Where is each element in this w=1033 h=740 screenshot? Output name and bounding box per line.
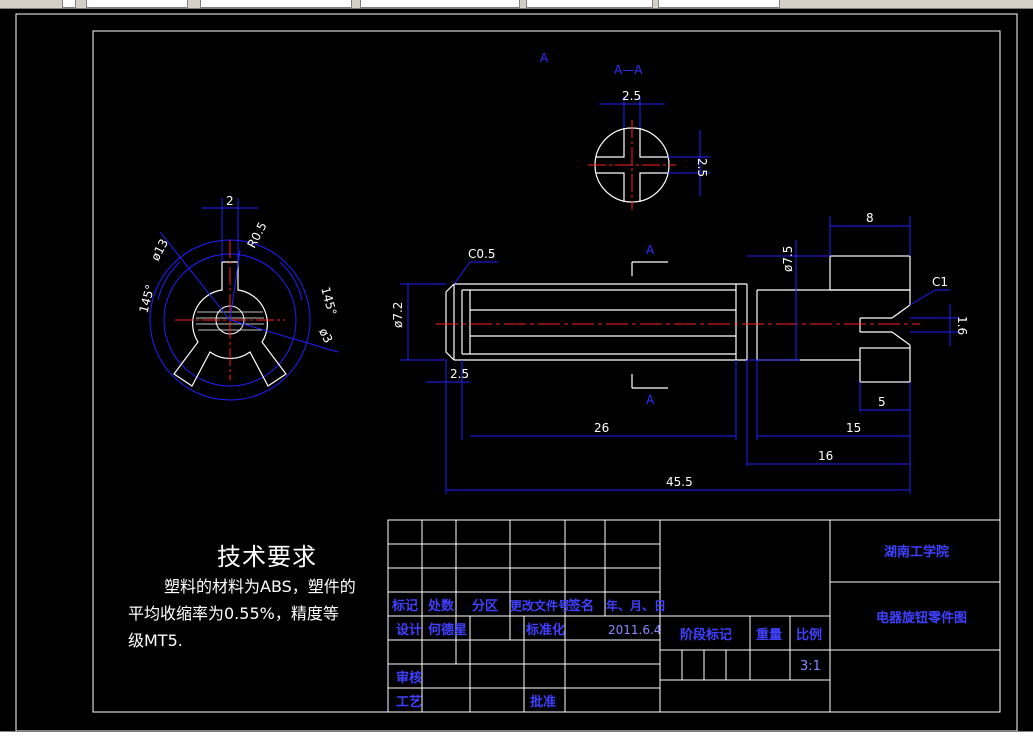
window-toolbar-strip bbox=[0, 0, 1033, 9]
notes-line-2: 平均收缩率为0.55%，精度等 bbox=[128, 604, 339, 623]
toolbar-field[interactable] bbox=[200, 0, 352, 8]
tbl-col-changefile: 更改文件号 bbox=[510, 598, 570, 613]
dim-angle-right: 145° bbox=[318, 285, 339, 317]
label-a-top: A bbox=[540, 51, 549, 65]
side-dimensions bbox=[400, 216, 960, 494]
tbl-approve-label: 批准 bbox=[530, 694, 556, 710]
label-cut-bottom: A bbox=[646, 393, 655, 407]
side-view: A A bbox=[391, 211, 969, 494]
tbl-col-sign: 签名 bbox=[567, 598, 594, 614]
section-dimensions bbox=[600, 96, 710, 196]
notes-line-1: 塑料的材料为ABS，塑件的 bbox=[164, 577, 356, 596]
dim-dia75: ø7.5 bbox=[781, 246, 795, 272]
tbl-scale-value: 3:1 bbox=[800, 659, 821, 674]
section-view-aa: A A—A 2.5 2.5 bbox=[540, 51, 710, 210]
technical-requirements: 技术要求 塑料的材料为ABS，塑件的 平均收缩率为0.55%，精度等 级MT5. bbox=[128, 537, 378, 653]
dim-height-16: 1.6 bbox=[955, 316, 969, 335]
dim-width-8: 8 bbox=[866, 211, 874, 225]
dim-dia13: ø13 bbox=[148, 237, 171, 264]
tbl-process-label: 工艺 bbox=[396, 694, 422, 710]
dim-len-5: 5 bbox=[878, 395, 886, 409]
front-centerlines bbox=[175, 240, 285, 380]
dim-chamfer-right: C1 bbox=[932, 275, 948, 289]
section-cut-marks bbox=[631, 261, 668, 389]
label-cut-top: A bbox=[646, 243, 655, 257]
dim-len-26: 26 bbox=[594, 421, 609, 435]
tbl-scale-label: 比例 bbox=[796, 627, 822, 643]
section-centerlines bbox=[588, 120, 676, 210]
command-line-strip[interactable] bbox=[0, 731, 1033, 740]
tbl-col-count: 处数 bbox=[427, 598, 455, 614]
dim-len-455: 45.5 bbox=[666, 475, 693, 489]
front-dimensions bbox=[157, 198, 339, 353]
tbl-col-mark: 标记 bbox=[391, 598, 418, 614]
tbl-school: 湖南工学院 bbox=[884, 544, 949, 560]
dim-r05: R0.5 bbox=[245, 220, 270, 251]
dim-section-width: 2.5 bbox=[622, 89, 641, 103]
title-block-grid bbox=[387, 519, 1001, 713]
dim-len-25: 2.5 bbox=[450, 367, 469, 381]
dim-slot-2: 2 bbox=[226, 194, 234, 208]
title-block-text: 标记 处数 分区 更改文件号 签名 年、月、日 设计 何德星 标准化 2011.… bbox=[391, 544, 967, 710]
tbl-stage-label: 阶段标记 bbox=[680, 627, 732, 643]
dim-dia72: ø7.2 bbox=[391, 302, 405, 328]
toolbar-field[interactable] bbox=[86, 0, 188, 8]
tbl-col-zone: 分区 bbox=[472, 598, 498, 614]
dim-len-15: 15 bbox=[846, 421, 861, 435]
tbl-date: 2011.6.4 bbox=[608, 623, 661, 637]
tbl-design-label: 设计 bbox=[396, 622, 422, 638]
knob-profile bbox=[173, 261, 287, 387]
tbl-review-label: 审核 bbox=[396, 670, 422, 686]
tbl-weight-label: 重量 bbox=[756, 627, 782, 643]
toolbar-field[interactable] bbox=[526, 0, 653, 8]
dim-len-16: 16 bbox=[818, 449, 833, 463]
front-view: 2 R0.5 ø13 ø3 145° 145° bbox=[137, 194, 339, 401]
tbl-drawing-name: 电器旋钮零件图 bbox=[876, 610, 967, 626]
shaft-outline bbox=[445, 255, 911, 383]
toolbar-field[interactable] bbox=[360, 0, 520, 8]
notes-title: 技术要求 bbox=[217, 543, 317, 571]
dim-chamfer-left: C0.5 bbox=[468, 247, 495, 261]
toolbar-field[interactable] bbox=[62, 0, 76, 8]
toolbar-field[interactable] bbox=[658, 0, 780, 8]
dim-section-height: 2.5 bbox=[695, 158, 709, 177]
dim-dia3: ø3 bbox=[316, 326, 335, 346]
section-cross-slot bbox=[596, 128, 668, 202]
tbl-col-date: 年、月、日 bbox=[606, 598, 666, 613]
label-section-title: A—A bbox=[614, 63, 643, 77]
tbl-standard-label: 标准化 bbox=[525, 622, 565, 638]
tbl-designer: 何德星 bbox=[428, 622, 467, 638]
notes-line-3: 级MT5. bbox=[128, 631, 183, 650]
dim-angle-left: 145° bbox=[137, 283, 158, 315]
